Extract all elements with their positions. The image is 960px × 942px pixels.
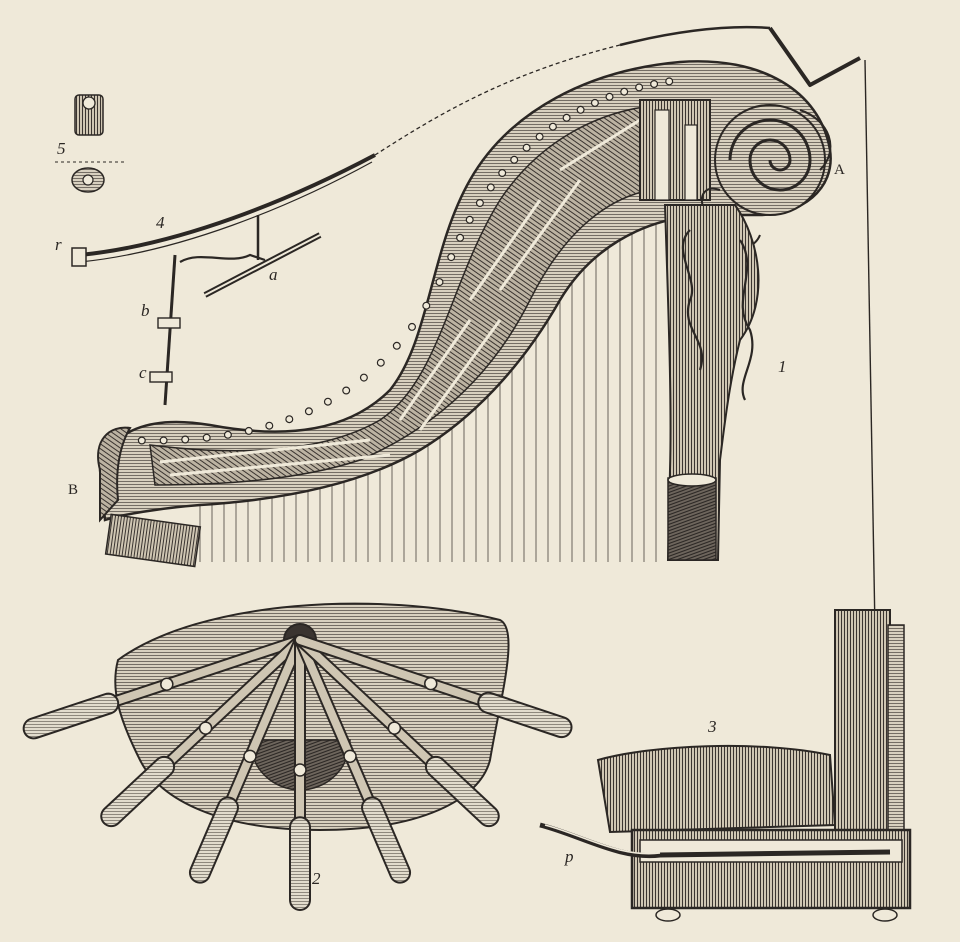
base-pedal-rod-inner xyxy=(544,824,661,855)
pedal-handle-face xyxy=(190,798,237,882)
pedal-clamp xyxy=(293,763,307,777)
neck-pin xyxy=(475,199,484,208)
pedal-lever xyxy=(289,634,311,911)
label-fig3: 3 xyxy=(707,717,717,736)
neck-pin xyxy=(447,253,456,262)
neck-pin xyxy=(456,233,465,242)
figure-2-pedal-base xyxy=(22,602,573,911)
neck-pin xyxy=(548,122,557,131)
neck-pin xyxy=(285,415,294,424)
neck-pin xyxy=(576,105,585,114)
neck-pin xyxy=(359,373,368,382)
neck-pin xyxy=(342,386,351,395)
pedal-clamp xyxy=(198,721,213,735)
figure-1-harp xyxy=(97,60,832,568)
pedal-handle-face xyxy=(479,693,571,737)
pedal-handle-face xyxy=(102,757,174,826)
neck-pin-row xyxy=(115,77,674,445)
neck-linkage xyxy=(159,118,641,477)
neck-pin xyxy=(422,301,431,310)
figure-4-rod-detail xyxy=(71,153,376,406)
label-fig1: 1 xyxy=(778,357,787,376)
pedal-clamp xyxy=(243,749,257,764)
neck-pin xyxy=(486,183,495,192)
pedal-handle-face xyxy=(426,757,498,826)
upper-housing xyxy=(639,99,711,201)
label-c: c xyxy=(139,363,147,382)
label-p: p xyxy=(564,847,574,866)
pedal-lever xyxy=(294,634,500,828)
column-base-edge xyxy=(887,624,905,836)
label-r: r xyxy=(55,235,62,254)
soundboard-stub xyxy=(104,513,202,568)
pedal-levers xyxy=(22,634,573,911)
upper-housing-bar xyxy=(654,109,670,201)
neck-pin xyxy=(620,87,629,96)
neck-pin xyxy=(223,430,232,439)
label-fig5: 5 xyxy=(57,139,66,158)
pedal-rod-linkage xyxy=(374,25,878,821)
pedal-lever xyxy=(294,634,573,739)
neck-pin xyxy=(650,79,659,88)
neck-pin xyxy=(202,433,211,442)
figure-labels: A B 1 2 3 4 5 a b c p r xyxy=(55,139,845,888)
soundbox-cover xyxy=(596,744,837,834)
base-foot-left xyxy=(655,908,681,922)
pedal-handle-face xyxy=(363,798,410,882)
neck-pin xyxy=(498,169,507,178)
pedal-handle-face xyxy=(24,694,118,738)
column-cut-rim xyxy=(667,473,717,487)
neck-pin xyxy=(605,92,614,101)
figure-3-base-section xyxy=(539,609,912,922)
figure-5-disc-detail xyxy=(55,94,125,193)
neck-pin xyxy=(465,215,474,224)
neck-pin xyxy=(137,436,146,445)
pedal-clamp xyxy=(387,721,402,735)
label-fig4: 4 xyxy=(156,213,165,232)
neck-pin xyxy=(522,143,531,152)
harp-column xyxy=(663,204,760,561)
column-base-upright xyxy=(834,609,891,841)
neck-lower-end xyxy=(97,426,132,523)
pedal-lever xyxy=(294,634,412,884)
neck-pin xyxy=(408,322,417,331)
neck-pin xyxy=(535,132,544,141)
label-fig2: 2 xyxy=(312,869,321,888)
label-a: a xyxy=(269,265,278,284)
pedal-clamp xyxy=(343,749,357,764)
base-foot-right xyxy=(872,908,898,922)
pedal-lever xyxy=(22,634,306,740)
upper-housing-bar-2 xyxy=(684,124,698,201)
neck-pin xyxy=(562,113,571,122)
neck-pin xyxy=(244,426,253,435)
label-A: A xyxy=(834,162,845,178)
neck-pin xyxy=(392,341,401,350)
neck-pin xyxy=(376,358,385,367)
neck-pin xyxy=(435,278,444,287)
neck-pin xyxy=(590,98,599,107)
neck-pin xyxy=(304,407,313,416)
pedal-clamp xyxy=(424,676,438,691)
neck-pin xyxy=(510,155,519,164)
pedestal-plate xyxy=(114,602,510,832)
column-ornament xyxy=(681,229,754,401)
base-pedal-rod xyxy=(539,822,891,859)
pedal-lever xyxy=(100,634,306,828)
label-B: B xyxy=(68,482,78,498)
neck-pin xyxy=(265,421,274,430)
neck-pin xyxy=(181,435,190,444)
neck-pin xyxy=(159,436,168,445)
label-b: b xyxy=(141,301,150,320)
neck-pin xyxy=(665,77,674,86)
column-cut-section xyxy=(667,477,717,561)
neck-pin xyxy=(323,397,332,406)
pedal-clamp xyxy=(160,677,174,691)
pedal-lever xyxy=(188,634,306,884)
neck-pin xyxy=(635,83,644,92)
